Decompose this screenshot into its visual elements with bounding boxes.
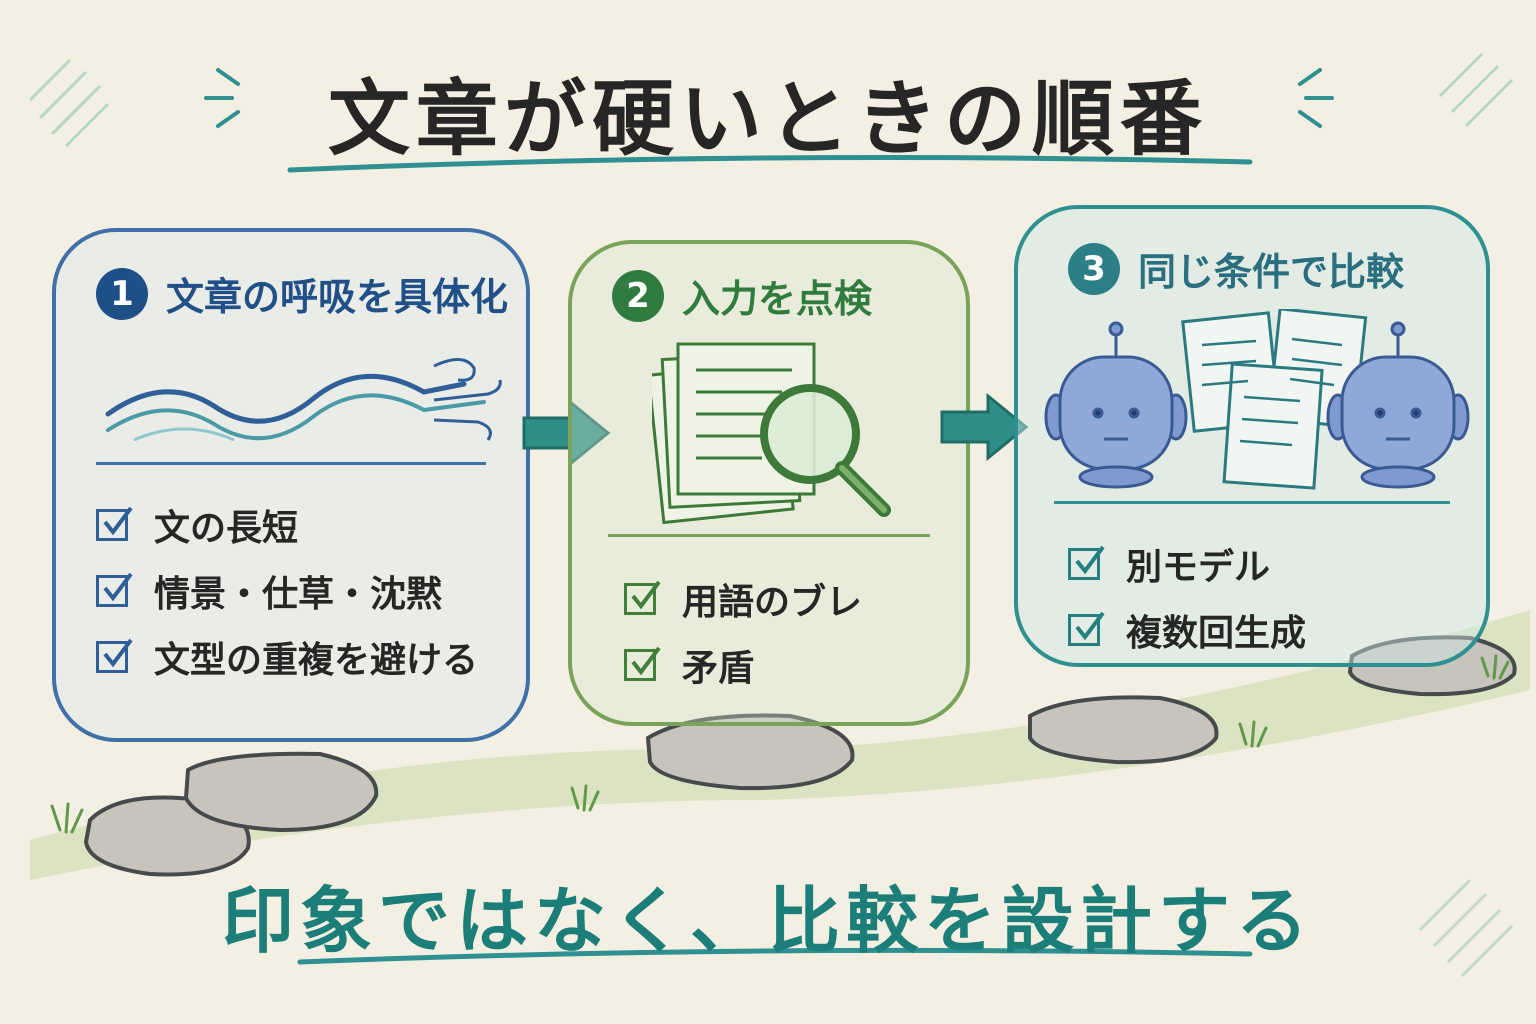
- stepping-stones: [83, 635, 1517, 877]
- footer-underline: [297, 947, 1253, 965]
- robot-left: [1044, 321, 1188, 489]
- step-title: 同じ条件で比較: [1138, 250, 1405, 294]
- step-header: 3 同じ条件で比較: [1068, 241, 1404, 296]
- checkbox-checked-icon: [1068, 611, 1105, 646]
- title-sparkle-left: [204, 68, 240, 128]
- hatch-decoration-top-left: [28, 58, 110, 148]
- hatch-decoration-bottom-right: [1418, 878, 1514, 978]
- checkbox-checked-icon: [624, 580, 661, 615]
- robot-right: [1326, 321, 1470, 489]
- step-divider: [1054, 501, 1450, 504]
- check-item: 用語のブレ: [624, 566, 862, 632]
- step-divider: [608, 534, 930, 537]
- step-number-badge: 2: [612, 269, 664, 322]
- step-header: 2 入力を点検: [612, 268, 872, 323]
- step-header: 1 文章の呼吸を具体化: [96, 266, 508, 321]
- checkbox-checked-icon: [96, 638, 133, 673]
- step-checklist: 用語のブレ 矛盾: [624, 566, 862, 698]
- step-title: 入力を点検: [682, 277, 873, 321]
- check-item: 矛盾: [624, 632, 862, 698]
- checkbox-checked-icon: [624, 646, 661, 681]
- check-item-label: 文の長短: [154, 508, 299, 549]
- check-item-label: 複数回生成: [1126, 613, 1307, 654]
- hatch-decoration-top-right: [1438, 52, 1514, 128]
- check-item: 文の長短: [96, 492, 478, 558]
- step-number-badge: 1: [96, 267, 148, 320]
- step-card-3: 3 同じ条件で比較: [1014, 205, 1490, 667]
- title-sparkle-right: [1298, 68, 1334, 128]
- wind-waves-icon: [105, 358, 502, 442]
- check-item-label: 用語のブレ: [682, 582, 863, 623]
- check-item: 別モデル: [1068, 531, 1306, 597]
- check-item-label: 別モデル: [1126, 547, 1271, 588]
- footer-tagline: 印象ではなく、比較を設計する: [221, 879, 1314, 963]
- step-divider: [96, 462, 486, 465]
- step-card-1: 1 文章の呼吸を具体化 文の長短 情景・仕草・沈黙 文型の重複を避ける: [52, 228, 530, 742]
- checkbox-checked-icon: [96, 572, 133, 607]
- checkbox-checked-icon: [96, 506, 133, 541]
- step-card-2: 2 入力を点検 用語のブレ 矛盾: [568, 240, 970, 726]
- documents-magnifier-icon: [652, 342, 891, 524]
- check-item-label: 文型の重複を避ける: [154, 640, 479, 681]
- step-checklist: 別モデル 複数回生成: [1068, 531, 1306, 663]
- title-underline: [287, 155, 1253, 173]
- page-title: 文章が硬いときの順番: [327, 72, 1208, 167]
- robots-comparing-documents-icon: [1044, 309, 1470, 490]
- checkbox-checked-icon: [1068, 545, 1105, 580]
- grass-path: [30, 610, 1530, 880]
- check-item: 複数回生成: [1068, 597, 1306, 663]
- check-item: 文型の重複を避ける: [96, 624, 478, 690]
- check-item: 情景・仕草・沈黙: [96, 558, 478, 624]
- step-number-badge: 3: [1068, 242, 1120, 295]
- step-checklist: 文の長短 情景・仕草・沈黙 文型の重複を避ける: [96, 492, 478, 690]
- arrow-right-icon: [940, 392, 1029, 462]
- grass-tufts: [50, 654, 1510, 834]
- check-item-label: 矛盾: [682, 648, 755, 689]
- check-item-label: 情景・仕草・沈黙: [154, 574, 443, 615]
- step-title: 文章の呼吸を具体化: [166, 275, 509, 319]
